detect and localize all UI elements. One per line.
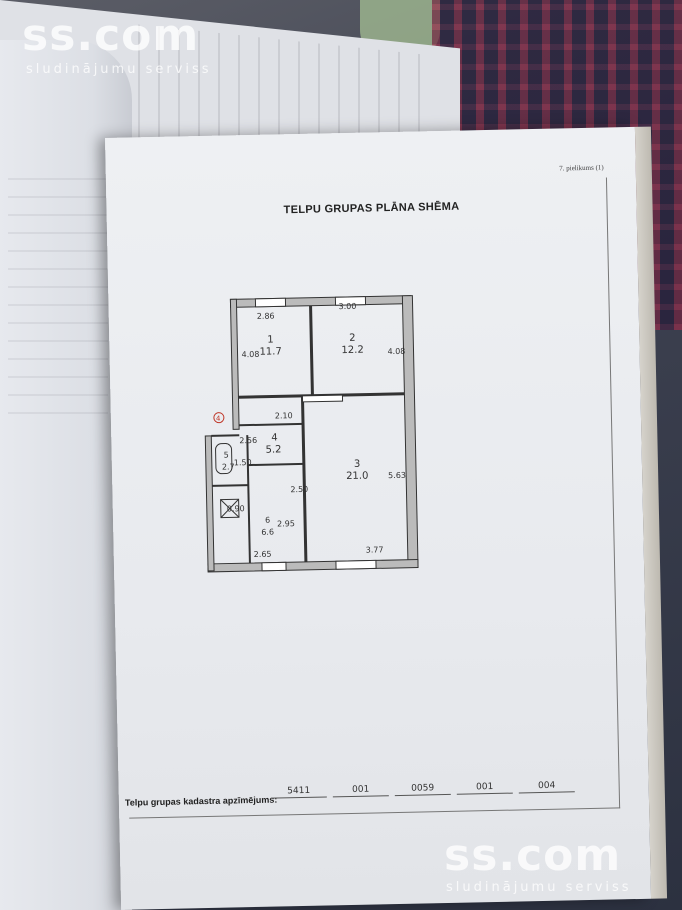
room-4-number: 4 — [271, 432, 278, 443]
cadastre-field-2: 001 — [332, 784, 389, 798]
room-6-number: 6 — [265, 516, 270, 525]
dim-4-08-left: 4.08 — [241, 350, 259, 359]
marker-circle — [213, 412, 225, 424]
room-6-area: 6.6 — [261, 528, 274, 537]
floor-plan: 1 11.7 2 12.2 3 21.0 4 5.2 5 2.7 6 6.6 2… — [200, 281, 446, 586]
dim-2-56: 2.56 — [239, 436, 257, 445]
dim-2-95: 2.95 — [277, 519, 295, 528]
dim-3-77: 3.77 — [366, 545, 384, 554]
room-2-area: 12.2 — [341, 345, 363, 356]
cadastre-field-1: 5411 — [270, 785, 327, 799]
cadastre-field-5: 004 — [518, 780, 575, 794]
watermark-brand-top: ss.com — [22, 10, 200, 61]
dim-2-10: 2.10 — [275, 411, 293, 420]
watermark-tagline-bottom: sludinājumu serviss — [446, 880, 632, 895]
page-label: 7. pielikums (1) — [559, 163, 604, 173]
document-page: 7. pielikums (1) TELPU GRUPAS PLĀNA SHĒM… — [105, 126, 668, 910]
cadastre-field-4: 001 — [456, 781, 513, 795]
dim-4-08-right: 4.08 — [387, 347, 405, 356]
room-4-area: 5.2 — [265, 444, 281, 455]
room-3-area: 21.0 — [346, 471, 368, 482]
dim-2-86: 2.86 — [257, 311, 275, 320]
room-5-number: 5 — [224, 450, 229, 459]
dim-3-00: 3.00 — [338, 302, 356, 311]
dim-2-65: 2.65 — [254, 550, 272, 559]
room-5-area: 2.7 — [222, 462, 235, 471]
watermark-tagline-top: sludinājumu serviss — [26, 62, 212, 77]
dim-2-50: 2.50 — [290, 485, 308, 494]
watermark-brand-bottom: ss.com — [444, 830, 622, 881]
dim-5-63: 5.63 — [388, 471, 406, 480]
floor-plan-drawing: 1 11.7 2 12.2 3 21.0 4 5.2 5 2.7 6 6.6 2… — [204, 295, 419, 573]
dim-1-50: 1.50 — [234, 458, 252, 467]
room-2-number: 2 — [349, 333, 356, 344]
marker-number: 4 — [216, 415, 221, 423]
room-1-area: 11.7 — [259, 346, 281, 357]
room-1-number: 1 — [267, 335, 274, 346]
dim-0-90: 0.90 — [227, 504, 245, 513]
room-3-number: 3 — [354, 459, 361, 470]
cadastre-field-3: 0059 — [394, 782, 451, 797]
